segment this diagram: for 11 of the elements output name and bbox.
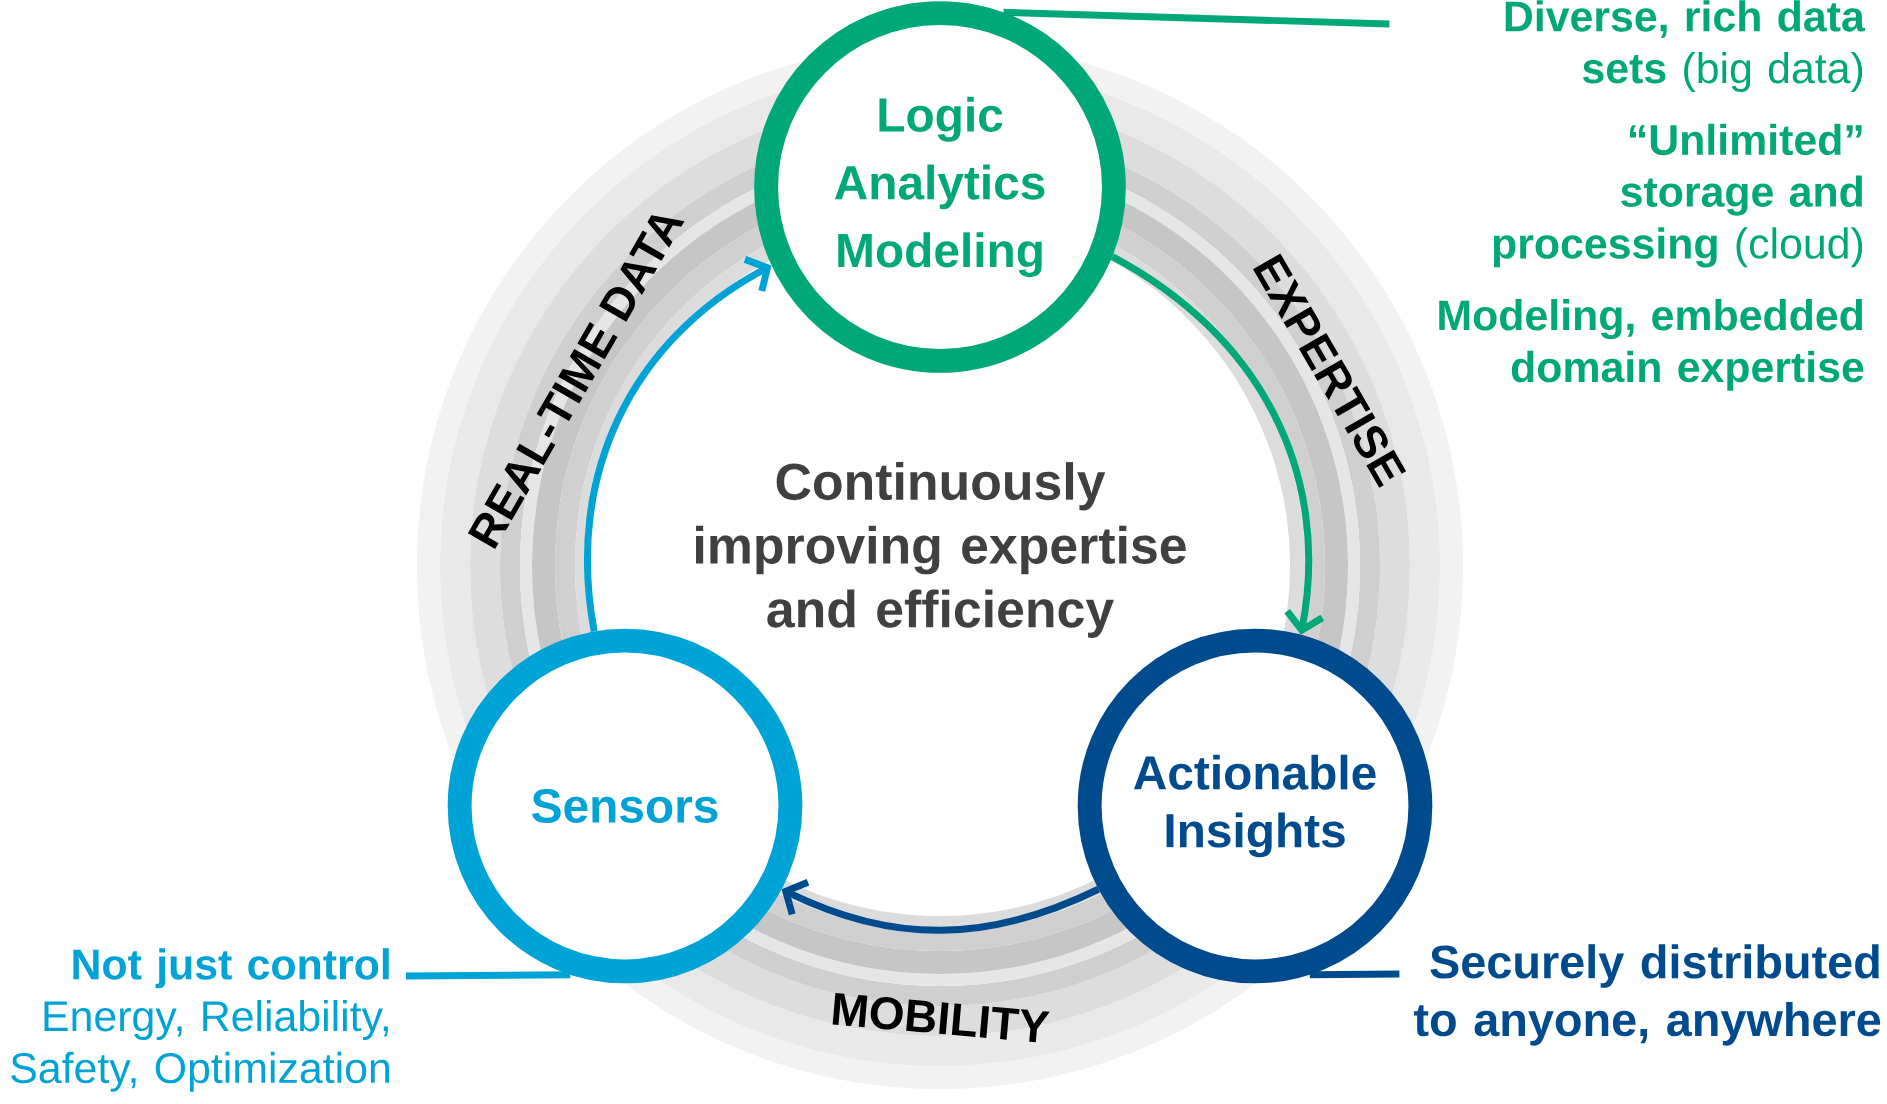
leader-line xyxy=(1309,970,1400,979)
node-label: Sensors xyxy=(532,789,718,823)
leader-line xyxy=(1003,8,1390,28)
arrow xyxy=(1110,253,1325,635)
annotation-text: Diverse, rich data sets (big data) “Unlimited” storage and processing (cloud) Modeling, embedded domain expertise xyxy=(1439,0,1866,391)
edge-label: MOBILITY xyxy=(832,993,1050,1043)
leader-line xyxy=(405,971,571,980)
arrow xyxy=(781,878,1100,934)
annotation-text: Not just control Energy, Reliability, Safety, Optimization xyxy=(11,948,389,1092)
node-label: Actionable Insights xyxy=(1133,754,1376,858)
arrow xyxy=(584,256,772,632)
